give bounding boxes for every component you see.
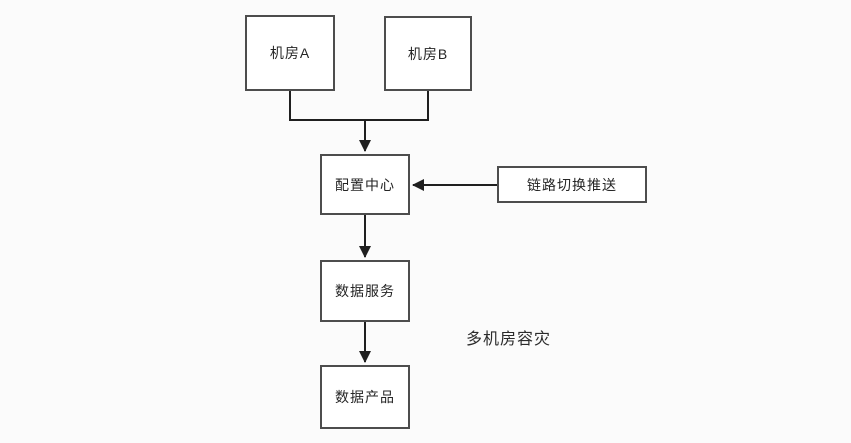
connector-roomA-roomB-merge [289,91,429,121]
node-data-product: 数据产品 [320,365,410,429]
node-config-center: 配置中心 [320,154,410,215]
node-room-a: 机房A [245,15,335,91]
node-config-center-label: 配置中心 [335,176,395,193]
node-link-switch-push: 链路切换推送 [497,166,647,203]
node-link-switch-push-label: 链路切换推送 [527,176,617,193]
node-data-product-label: 数据产品 [335,389,395,405]
node-room-b-label: 机房B [407,45,449,62]
node-data-service-label: 数据服务 [335,283,395,299]
node-data-service: 数据服务 [320,260,410,322]
node-room-a-label: 机房A [269,45,311,61]
node-room-b: 机房B [384,16,472,91]
diagram-caption: 多机房容灾 [466,331,552,348]
